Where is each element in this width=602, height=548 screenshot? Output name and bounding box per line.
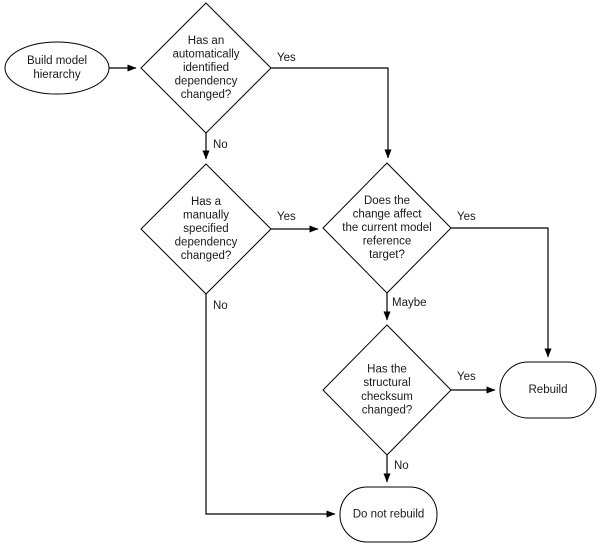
edge-structural-checksum-yes: Yes xyxy=(451,371,496,394)
decision-change-affects-model-reference-target-label: reference xyxy=(363,236,412,248)
rebuild-node-label: Rebuild xyxy=(529,384,568,396)
build-model-hierarchy-node[interactable]: Build model hierarchy xyxy=(4,41,110,95)
decision-change-affects-model-reference-target-label: change affect xyxy=(353,208,423,220)
edge-structural-checksum-no: No xyxy=(383,455,409,483)
do-not-rebuild-node[interactable]: Do not rebuild xyxy=(339,486,438,543)
edge-auto-dependency-yes: Yes xyxy=(271,52,392,159)
decision-structural-checksum-changed-label: changed? xyxy=(362,404,413,416)
decision-structural-checksum-changed-label: checksum xyxy=(361,391,413,403)
edge-model-reference-yes-line xyxy=(451,227,552,358)
edge-manual-dependency-no: No xyxy=(205,294,336,518)
edge-auto-dependency-yes-line xyxy=(271,67,392,159)
decision-manual-dependency-changed-label: dependency xyxy=(175,237,238,249)
decision-auto-dependency-changed-label: identified xyxy=(183,62,229,74)
edge-manual-dependency-no-label: No xyxy=(213,300,228,312)
decision-change-affects-model-reference-target-label: target? xyxy=(369,249,405,261)
build-model-hierarchy-node-label: Build model xyxy=(27,55,87,67)
edge-model-reference-maybe-label: Maybe xyxy=(392,297,427,309)
do-not-rebuild-node-label: Do not rebuild xyxy=(353,509,425,521)
decision-manual-dependency-changed-label: Has a xyxy=(191,196,222,208)
decision-manual-dependency-changed-label: changed? xyxy=(181,250,232,262)
decision-structural-checksum-changed-label: Has the xyxy=(367,364,407,376)
build-model-hierarchy-node-shape xyxy=(4,41,110,95)
decision-change-affects-model-reference-target-shape xyxy=(322,162,452,294)
decision-auto-dependency-changed-label: changed? xyxy=(181,89,232,101)
decision-change-affects-model-reference-target-label: Does the xyxy=(364,195,410,207)
decision-manual-dependency-changed-shape xyxy=(140,163,272,295)
edge-auto-dependency-no-label: No xyxy=(213,139,228,151)
decision-manual-dependency-changed-label: manually xyxy=(183,209,229,221)
edge-structural-checksum-no-label: No xyxy=(394,460,409,472)
edge-manual-dependency-yes: Yes xyxy=(271,211,319,233)
decision-structural-checksum-changed-label: structural xyxy=(363,377,410,389)
edge-structural-checksum-yes-label: Yes xyxy=(457,371,476,383)
edge-model-reference-maybe: Maybe xyxy=(383,293,427,321)
decision-manual-dependency-changed-label: specified xyxy=(183,223,228,235)
decision-auto-dependency-changed-label: automatically xyxy=(172,48,239,60)
edge-auto-dependency-yes-label: Yes xyxy=(277,52,296,64)
rebuild-node[interactable]: Rebuild xyxy=(499,361,597,419)
do-not-rebuild-node-shape xyxy=(339,486,438,543)
decision-auto-dependency-changed-label: Has an xyxy=(188,35,224,47)
edge-model-reference-yes: Yes xyxy=(451,211,552,358)
edge-manual-dependency-yes-label: Yes xyxy=(277,211,296,223)
edge-auto-dependency-no: No xyxy=(202,133,228,160)
decision-auto-dependency-changed-shape xyxy=(140,2,272,134)
rebuild-node-shape xyxy=(499,361,597,419)
edge-model-reference-yes-label: Yes xyxy=(457,211,476,223)
build-model-hierarchy-node-label: hierarchy xyxy=(33,69,81,81)
decision-auto-dependency-changed-label: dependency xyxy=(175,76,238,88)
decision-change-affects-model-reference-target-label: the current model xyxy=(342,222,432,234)
edge-manual-dependency-no-line xyxy=(205,294,336,518)
decision-structural-checksum-changed-shape xyxy=(322,324,452,456)
